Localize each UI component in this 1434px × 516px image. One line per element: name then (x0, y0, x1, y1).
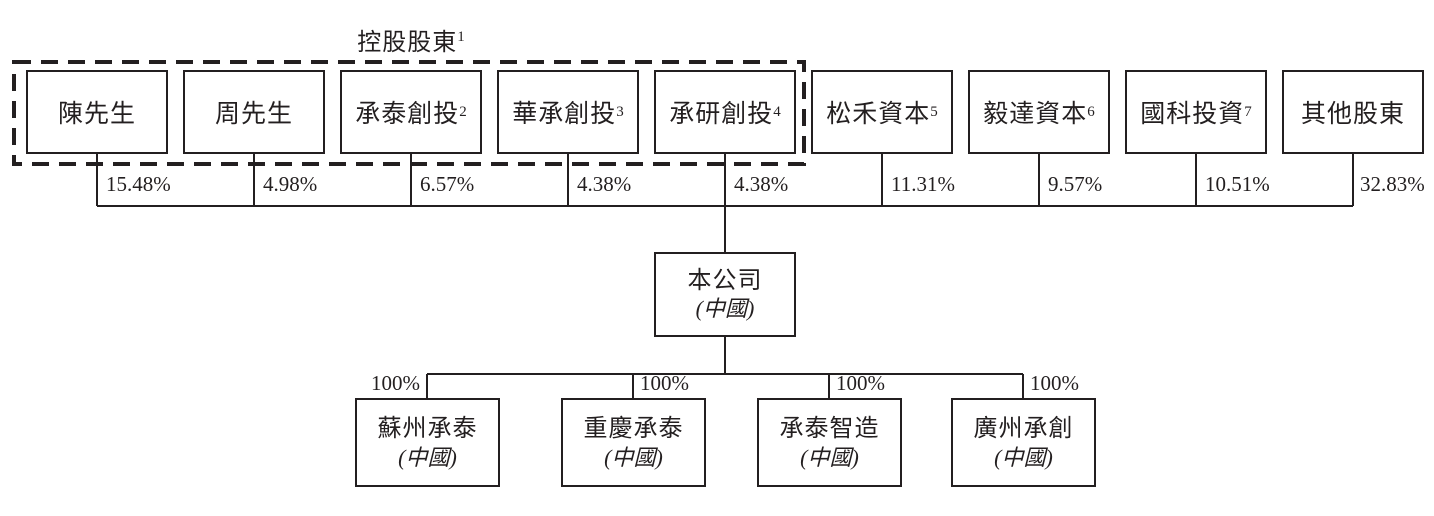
company-box: 本公司 (中國) (654, 252, 796, 337)
shareholder-box-mr-zhou: 周先生 (183, 70, 325, 154)
subsidiary-region: (中國) (604, 444, 663, 470)
shareholder-name: 其他股東 (1300, 101, 1405, 128)
subsidiary-name: 蘇州承泰 (377, 415, 478, 442)
subsidiary-name: 廣州承創 (973, 415, 1074, 442)
subsidiary-box-guangzhou-chengchuang: 廣州承創 (中國) (951, 398, 1096, 487)
ownership-pct-label: 100% (371, 371, 420, 395)
controlling-shareholders-label-text: 控股股東 (357, 30, 458, 56)
ownership-pct-label: 11.31% (891, 172, 955, 196)
company-name: 本公司 (687, 267, 763, 294)
shareholder-name: 承泰創投 (355, 101, 460, 128)
subsidiary-box-suzhou-chengtai: 蘇州承泰 (中國) (355, 398, 500, 487)
shareholder-name: 華承創投 (512, 101, 617, 128)
ownership-pct-label: 6.57% (420, 172, 475, 196)
shareholder-name: 毅達資本 (983, 101, 1088, 128)
ownership-pct-label: 4.98% (263, 172, 318, 196)
subsidiary-box-chengtai-zhizao: 承泰智造 (中國) (757, 398, 902, 487)
shareholder-box-other-shareholders: 其他股東 (1282, 70, 1424, 154)
shareholder-name: 松禾資本 (826, 101, 931, 128)
subsidiary-name: 重慶承泰 (583, 415, 684, 442)
subsidiary-box-chongqing-chengtai: 重慶承泰 (中國) (561, 398, 706, 487)
subsidiary-region: (中國) (994, 444, 1053, 470)
subsidiary-region: (中國) (398, 444, 457, 470)
ownership-pct-label: 100% (1030, 371, 1079, 395)
shareholder-name: 陳先生 (57, 101, 136, 128)
subsidiary-region: (中國) (800, 444, 859, 470)
ownership-pct-label: 4.38% (734, 172, 789, 196)
ownership-pct-label: 100% (640, 371, 689, 395)
ownership-pct-label: 32.83% (1360, 172, 1425, 196)
shareholder-name: 國科投資 (1140, 101, 1245, 128)
controlling-shareholders-label: 控股股東1 (311, 22, 511, 57)
subsidiary-name: 承泰智造 (779, 415, 880, 442)
ownership-pct-label: 9.57% (1048, 172, 1103, 196)
ownership-pct-label: 15.48% (106, 172, 171, 196)
ownership-pct-label: 10.51% (1205, 172, 1270, 196)
footnote-marker: 1 (457, 29, 465, 45)
shareholder-name: 承研創投 (669, 101, 774, 128)
ownership-pct-label: 4.38% (577, 172, 632, 196)
company-region: (中國) (695, 295, 755, 321)
shareholder-box-mr-chen: 陳先生 (26, 70, 168, 154)
ownership-pct-label: 100% (836, 371, 885, 395)
shareholder-name: 周先生 (214, 101, 293, 128)
controlling-shareholders-group-outline (12, 60, 806, 166)
